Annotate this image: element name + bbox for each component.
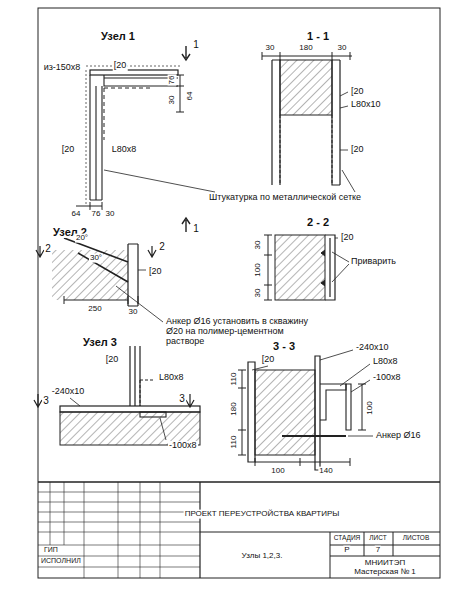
section-mark: 2 — [44, 243, 52, 254]
node-2-detail — [36, 238, 163, 322]
part-mark: [20 — [148, 267, 163, 277]
node-3-detail — [34, 346, 200, 445]
dimension: 76 — [168, 75, 177, 86]
dimension: 110 — [230, 435, 239, 450]
part-mark: L80x10 — [350, 100, 382, 110]
dimension: 30 — [168, 95, 177, 106]
part-mark: [20 — [350, 87, 365, 97]
dimension: 30 — [254, 240, 263, 251]
section-mark: 3 — [178, 393, 186, 404]
part-mark: -100x8 — [372, 373, 402, 383]
leader-line — [104, 170, 355, 192]
section-1-1 — [262, 52, 352, 185]
title-cell: МНИИТЭП — [364, 559, 406, 568]
node-1-detail — [76, 46, 190, 232]
view-title: Узел 1 — [100, 30, 136, 42]
part-mark: L80x8 — [158, 373, 185, 383]
title-cell: Р — [343, 546, 350, 555]
sheet-frame — [38, 8, 440, 578]
title-text: ПРОЕКТ ПЕРЕУСТРОЙСТВА КВАРТИРЫ — [184, 510, 341, 519]
dimension: 64 — [71, 210, 82, 219]
dimension: 140 — [318, 467, 333, 476]
note: Штукатурка по металлической сетке — [208, 193, 362, 203]
note: Анкер Ø16 — [375, 431, 422, 441]
title-cell: ИСПОЛНИЛ — [40, 557, 82, 565]
dimension: 30 — [337, 44, 348, 53]
section-mark: 3 — [42, 395, 50, 406]
title-cell: 7 — [375, 546, 381, 555]
title-cell: ГИП — [43, 546, 59, 554]
dimension: 250 — [87, 305, 102, 314]
angle-label: 30° — [89, 254, 103, 263]
dimension: 30 — [265, 44, 276, 53]
part-mark: [20 — [105, 355, 120, 365]
dimension: 76 — [91, 210, 102, 219]
part-mark: -240x10 — [355, 343, 390, 353]
part-mark: [20 — [340, 233, 355, 243]
note: Приварить — [350, 257, 397, 267]
dimension: 100 — [254, 262, 263, 277]
view-title: 2 - 2 — [306, 216, 330, 228]
part-mark: -240x10 — [51, 387, 86, 397]
view-title: 3 - 3 — [272, 340, 296, 352]
part-mark: L80x8 — [111, 145, 138, 155]
title-cell: СТАДИЯ — [333, 534, 362, 541]
part-mark: L80x8 — [372, 357, 399, 367]
section-3-3 — [238, 350, 373, 470]
dimension: 30 — [128, 308, 139, 317]
part-mark: [20 — [61, 145, 76, 155]
section-mark: 1 — [192, 39, 200, 50]
title-cell: ЛИСТ — [368, 534, 387, 541]
dimension: 100 — [270, 467, 285, 476]
dimension: 100 — [366, 400, 375, 415]
section-mark: 2 — [158, 241, 166, 252]
view-title: Узел 3 — [82, 336, 118, 348]
dimension: 110 — [230, 372, 239, 387]
part-mark: [20 — [113, 61, 128, 71]
view-title: 1 - 1 — [306, 30, 330, 42]
part-mark: [20 — [350, 145, 365, 155]
part-mark: [20 — [261, 355, 276, 365]
dimension: 30 — [254, 288, 263, 299]
title-block — [38, 482, 440, 578]
title-text: Узлы 1,2,3. — [241, 552, 284, 561]
section-mark: 1 — [192, 223, 200, 234]
dimension: 64 — [186, 91, 195, 102]
part-mark: из-150x8 — [43, 63, 82, 73]
part-mark: -100x8 — [168, 441, 198, 451]
dimension: 180 — [230, 401, 239, 416]
section-2-2 — [264, 235, 349, 300]
dimension: 180 — [298, 44, 313, 53]
title-cell: ЛИСТОВ — [402, 534, 431, 541]
dimension: 30 — [105, 210, 116, 219]
angle-label: 20° — [75, 234, 89, 243]
title-cell: Мастерская № 1 — [353, 568, 417, 577]
